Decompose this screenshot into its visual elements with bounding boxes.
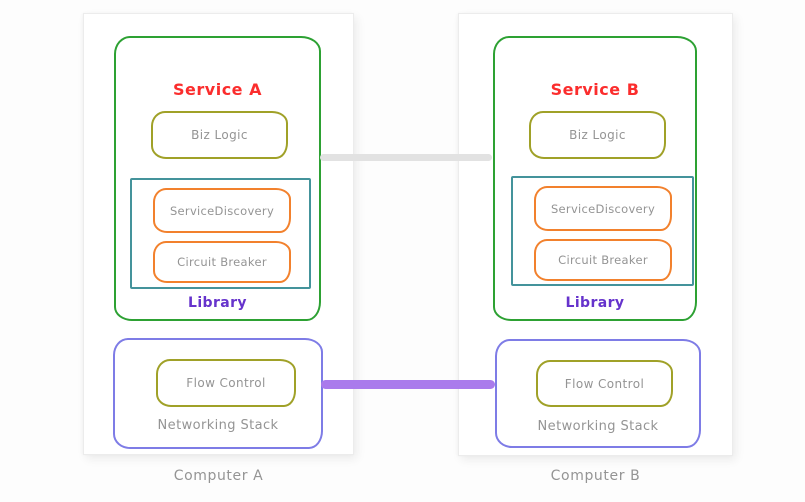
computer-b-panel: Service B Biz Logic ServiceDiscovery Cir… [458,13,733,456]
biz-logic-box-b: Biz Logic [529,111,666,159]
biz-logic-label-a: Biz Logic [191,128,248,142]
networking-stack-box-a: Flow Control Networking Stack [113,338,323,449]
service-discovery-box-b: ServiceDiscovery [534,186,672,231]
circuit-breaker-box-b: Circuit Breaker [534,239,672,281]
networking-stack-label-a: Networking Stack [157,418,279,433]
service-a-title: Service A [173,80,262,99]
library-container-a: ServiceDiscovery Circuit Breaker [130,178,311,289]
library-label-b: Library [565,295,625,311]
computer-a-panel: Service A Biz Logic ServiceDiscovery Cir… [83,13,354,455]
biz-logic-box-a: Biz Logic [151,111,288,159]
library-container-b: ServiceDiscovery Circuit Breaker [511,176,694,286]
circuit-breaker-box-a: Circuit Breaker [153,241,291,283]
flow-control-box-a: Flow Control [156,359,296,407]
flow-control-label-a: Flow Control [186,376,266,390]
computer-a-caption: Computer A [173,468,264,484]
computer-b-caption: Computer B [550,468,641,484]
service-a-box: Service A Biz Logic ServiceDiscovery Cir… [114,36,321,321]
flow-control-label-b: Flow Control [564,376,645,391]
service-discovery-box-a: ServiceDiscovery [153,188,291,233]
network-connection-line [321,380,495,389]
service-b-box: Service B Biz Logic ServiceDiscovery Cir… [493,36,697,321]
library-label-a: Library [188,295,247,311]
service-connection-line [320,154,492,161]
flow-control-box-b: Flow Control [536,360,673,407]
service-b-title: Service B [550,80,640,99]
networking-stack-label-b: Networking Stack [537,419,659,434]
networking-stack-box-b: Flow Control Networking Stack [495,339,701,448]
biz-logic-label-b: Biz Logic [569,128,626,142]
